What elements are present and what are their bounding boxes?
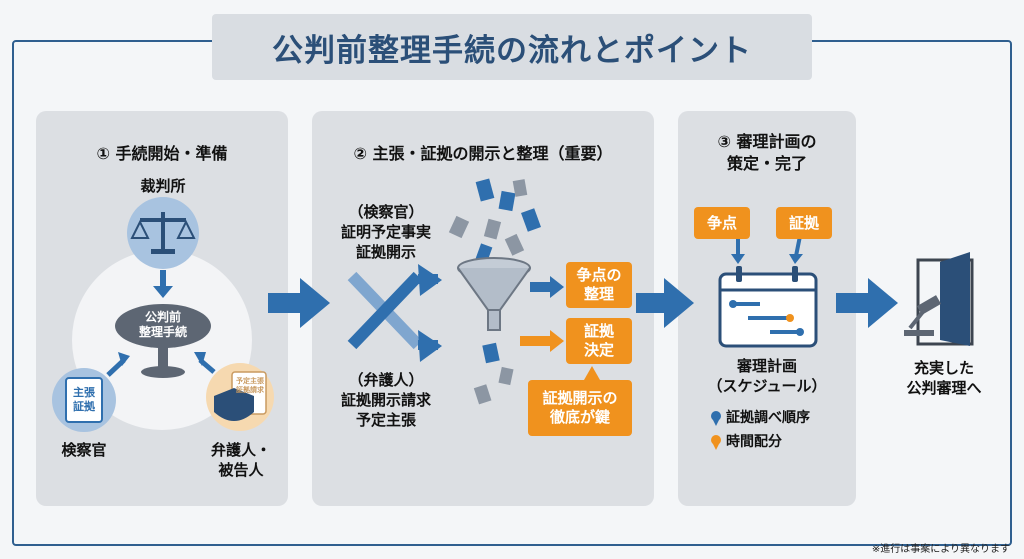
defense-document-text: 予定主張証拠請求	[236, 377, 264, 394]
page-title: 公判前整理手続の流れとポイント	[272, 32, 752, 69]
door-icon	[916, 252, 974, 346]
pin-icon	[711, 411, 721, 426]
tag-evidence: 証拠	[776, 207, 832, 239]
plan-label: 審理計画（スケジュール）	[707, 357, 827, 395]
shield-icon	[206, 363, 274, 431]
section-2-title: ② 主張・証拠の開示と整理（重要）	[353, 144, 613, 163]
section-1-title: ① 手続開始・準備	[96, 144, 228, 163]
prosecutor-document-text: 主張証拠	[73, 386, 95, 413]
table-label: 公判前整理手続	[138, 310, 187, 339]
pin-icon	[711, 435, 721, 450]
arrow-3-to-final	[836, 278, 898, 328]
document-icon	[52, 368, 116, 432]
scales-icon	[127, 197, 199, 269]
key-callout-pointer	[584, 366, 600, 380]
footnote: ※進行は事案により異なります	[871, 544, 1010, 555]
calendar-icon	[718, 266, 818, 348]
defense-actions: （弁護人）証拠開示請求予定主張	[340, 371, 431, 429]
arrow-evidence-tag	[794, 235, 802, 257]
prosecutor-actions: （検察官）証明予定事実証拠開示	[340, 203, 431, 261]
arrow-to-issue	[530, 276, 564, 298]
defense-label: 弁護人・被告人	[210, 441, 271, 479]
arrow-2-to-3	[636, 278, 694, 328]
court-label: 裁判所	[140, 177, 186, 195]
evidence-box: 証拠決定	[566, 318, 632, 364]
prosecutor-label: 検察官	[61, 441, 107, 459]
crossing-arrows	[347, 264, 442, 362]
title-box: 公判前整理手続の流れとポイント	[212, 14, 812, 80]
table-icon	[115, 304, 211, 378]
arrow-to-evidence	[520, 330, 564, 352]
tag-issue: 争点	[694, 207, 750, 239]
plan-item-time: 時間配分	[726, 434, 782, 450]
section-3-title: ③ 審理計画の策定・完了	[717, 132, 817, 173]
arrow-court-to-table	[153, 270, 173, 298]
gavel-icon	[904, 295, 942, 336]
key-point-box: 証拠開示の徹底が鍵	[528, 380, 632, 436]
arrow-1-to-2	[268, 278, 330, 328]
funnel-icon	[457, 257, 531, 331]
section-2-panel	[312, 111, 654, 506]
final-label: 充実した公判審理へ	[906, 359, 982, 397]
issue-box: 争点の整理	[566, 262, 632, 308]
plan-item-order: 証拠調べ順序	[726, 410, 810, 426]
